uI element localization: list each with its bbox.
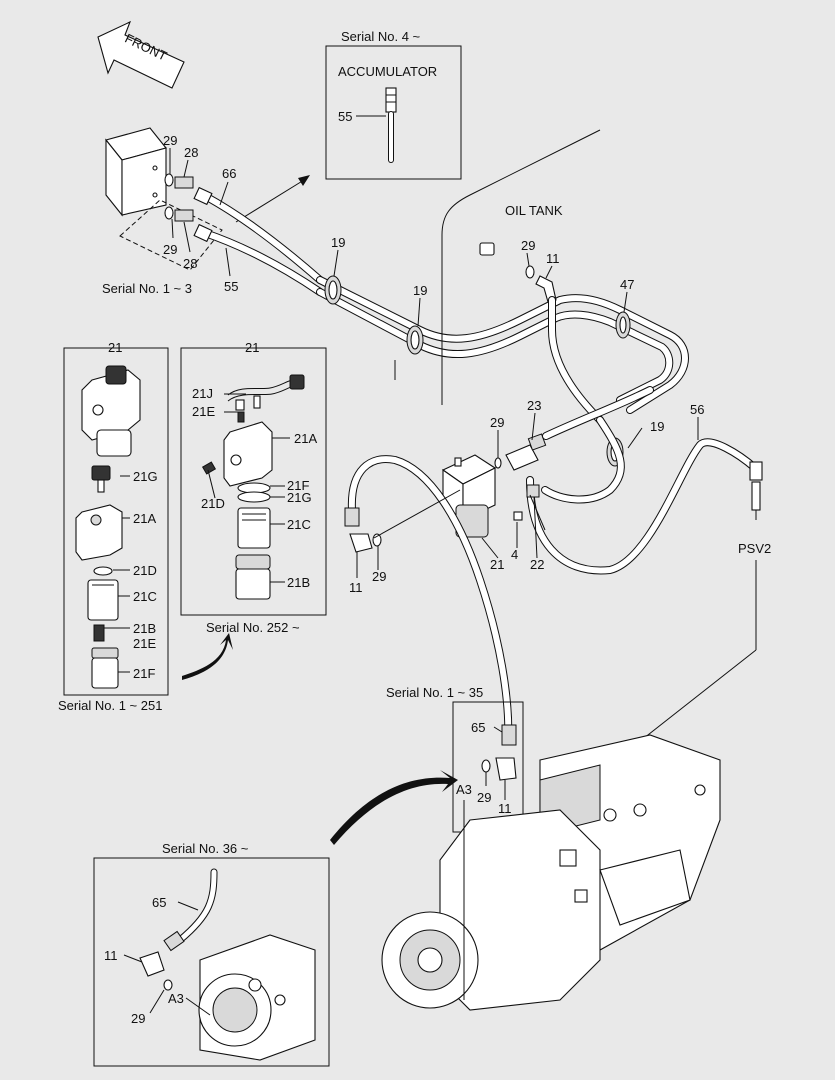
filter-assembly-21 — [441, 454, 497, 538]
old-21B: 21B — [133, 621, 156, 636]
a3-main: A3 — [456, 782, 472, 797]
new-21E: 21E — [192, 404, 215, 419]
accumulator-title: ACCUMULATOR — [338, 64, 437, 79]
part-29-c: 29 — [521, 238, 535, 253]
part-56: 56 — [690, 402, 704, 417]
new-filter-parts — [201, 374, 305, 600]
new-21C: 21C — [287, 517, 311, 532]
arrow-to-accumulator — [298, 175, 310, 186]
inset-36-parts — [139, 868, 316, 1061]
main-pump — [381, 734, 721, 1011]
part-55-accumulator: 55 — [338, 109, 352, 124]
part-21: 21 — [490, 557, 504, 572]
new-21A: 21A — [294, 431, 317, 446]
old-21F: 21F — [133, 666, 155, 681]
new-21D: 21D — [201, 496, 225, 511]
part-29-a: 29 — [163, 133, 177, 148]
part-29-f: 29 — [477, 790, 491, 805]
old-21D: 21D — [133, 563, 157, 578]
serial-252: Serial No. 252 ~ — [206, 620, 300, 635]
clamp-19-b — [406, 325, 424, 355]
psv2-label: PSV2 — [738, 541, 771, 556]
a3-inset: A3 — [168, 991, 184, 1006]
part-4: 4 — [511, 547, 518, 562]
new-21B: 21B — [287, 575, 310, 590]
part-11-c: 11 — [498, 801, 512, 816]
part-29-e: 29 — [372, 569, 386, 584]
serial-36: Serial No. 36 ~ — [162, 841, 249, 856]
part-65-a: 65 — [471, 720, 485, 735]
part-29-inset: 29 — [131, 1011, 145, 1026]
part-66: 66 — [222, 166, 236, 181]
serial-1-3: Serial No. 1 ~ 3 — [102, 281, 192, 296]
psv2-fitting — [749, 461, 763, 520]
part-11-a: 11 — [546, 251, 560, 266]
old-21A: 21A — [133, 511, 156, 526]
part-28-a: 28 — [184, 145, 198, 160]
part-19-a: 19 — [331, 235, 345, 250]
front-arrow: FRONT — [97, 20, 185, 89]
part-11-b: 11 — [349, 580, 363, 595]
part-47: 47 — [620, 277, 634, 292]
serial-1-35: Serial No. 1 ~ 35 — [386, 685, 483, 700]
part-22: 22 — [530, 557, 544, 572]
oil-tank-outline — [441, 129, 601, 405]
accumulator-serial: Serial No. 4 ~ — [341, 29, 421, 44]
accumulator-inset: Serial No. 4 ~ ACCUMULATOR 55 — [325, 29, 462, 180]
accumulator-fitting — [385, 87, 397, 113]
arrow-to-inset-36 — [330, 770, 458, 845]
new-21G: 21G — [287, 490, 312, 505]
old-21E: 21E — [133, 636, 156, 651]
serial-1-251: Serial No. 1 ~ 251 — [58, 698, 162, 713]
new-21J: 21J — [192, 386, 213, 401]
old-box-header: 21 — [108, 340, 122, 355]
part-55: 55 — [224, 279, 238, 294]
fittings-28-29 — [164, 173, 194, 222]
new-21F: 21F — [287, 478, 309, 493]
arrow-old-to-new — [182, 633, 233, 680]
part-23: 23 — [527, 398, 541, 413]
part-19-c: 19 — [650, 419, 664, 434]
part-28-b: 28 — [183, 256, 197, 271]
part-29-d: 29 — [490, 415, 504, 430]
clamp-47 — [615, 311, 631, 339]
old-filter-parts — [75, 365, 141, 689]
clamp-19-a — [324, 275, 342, 305]
tank-fitting — [479, 242, 557, 303]
part-29-b: 29 — [163, 242, 177, 257]
old-21C: 21C — [133, 589, 157, 604]
new-box-header: 21 — [245, 340, 259, 355]
part-65-inset: 65 — [152, 895, 166, 910]
oil-tank-label: OIL TANK — [505, 203, 563, 218]
valve-block — [105, 127, 167, 217]
old-21G: 21G — [133, 469, 158, 484]
valve-23 — [494, 433, 547, 471]
part-19-b: 19 — [413, 283, 427, 298]
part-11-inset: 11 — [104, 948, 118, 963]
